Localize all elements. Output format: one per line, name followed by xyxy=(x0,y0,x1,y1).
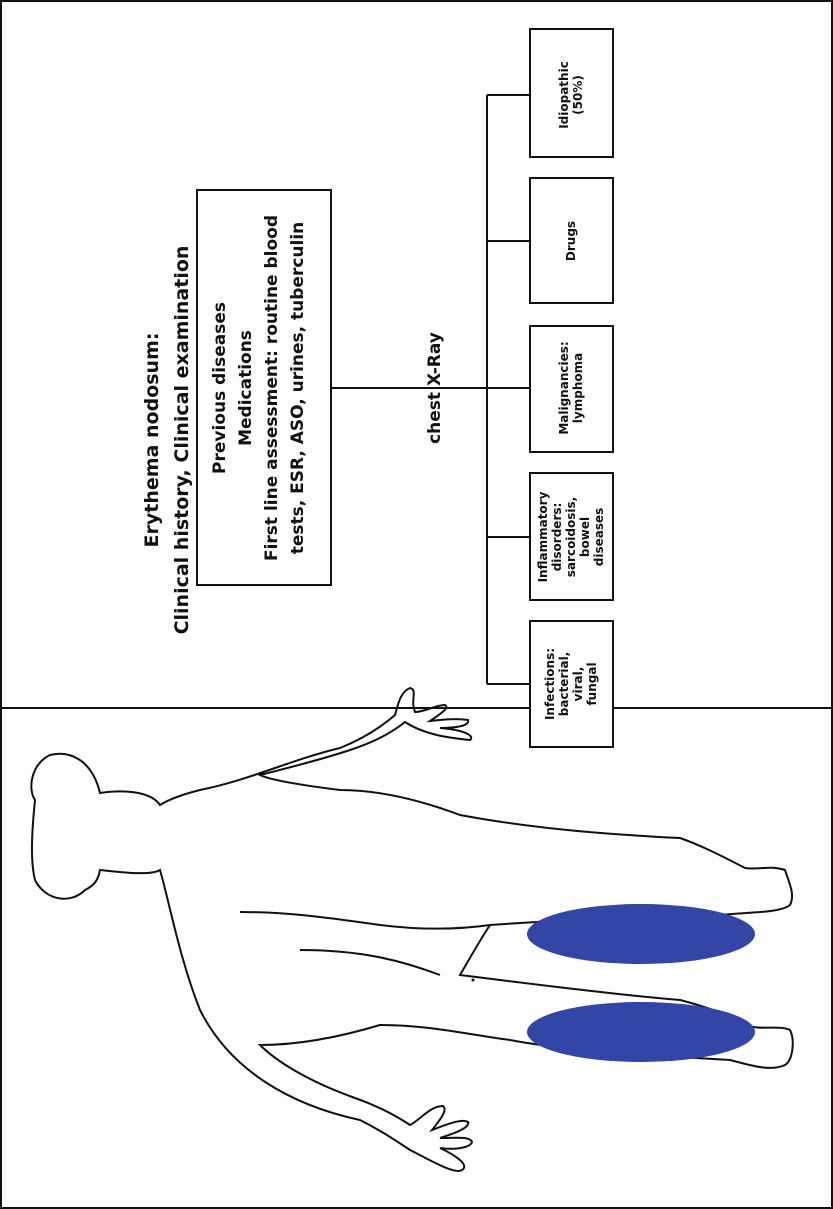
cause-drugs-text: Drugs xyxy=(564,221,578,261)
assessment-line3: First line assessment: routine blood xyxy=(262,215,282,561)
cause-infections-line2: bacterial, xyxy=(557,652,571,716)
lesion-left-leg xyxy=(527,904,755,964)
cause-inflammatory-line2: disorders: xyxy=(550,503,564,572)
cause-inflammatory-line5: diseases xyxy=(592,508,606,567)
cause-malignancies-text: Malignancies: lymphoma xyxy=(557,341,585,434)
cause-idiopathic-line1: Idiopathic xyxy=(557,61,571,129)
cause-infections-line3: viral, xyxy=(571,667,585,702)
cause-inflammatory-line3: sarcoidosis, xyxy=(564,497,578,577)
title-line1: Erythema nodosum: xyxy=(141,333,163,548)
lesion-right-leg xyxy=(527,1002,755,1062)
cause-infections-line1: Infections: xyxy=(543,648,557,720)
top-panel-frame xyxy=(1,1,832,708)
cause-drugs-line1: Drugs xyxy=(564,221,578,261)
title-group: Erythema nodosum: Clinical history, Clin… xyxy=(141,246,193,635)
assessment-line4: tests, ESR, ASO, urines, tuberculin xyxy=(288,222,308,555)
cause-malignancies-line2: lymphoma xyxy=(571,353,585,423)
chest-xray-label: chest X-Ray xyxy=(425,332,445,444)
title-line2: Clinical history, Clinical examination xyxy=(171,246,193,635)
chest-xray-group: chest X-Ray xyxy=(425,332,445,444)
cause-inflammatory-line4: bowel xyxy=(578,517,592,557)
assessment-line2: Medications xyxy=(236,330,256,446)
cause-inflammatory-line1: Inflammatory xyxy=(536,491,550,582)
assessment-line1: Previous diseases xyxy=(210,302,230,474)
cause-infections-line4: fungal xyxy=(585,662,599,705)
cause-malignancies-line1: Malignancies: xyxy=(557,341,571,434)
cause-idiopathic-line2: (50%) xyxy=(571,75,585,115)
navel-dot xyxy=(472,979,475,982)
